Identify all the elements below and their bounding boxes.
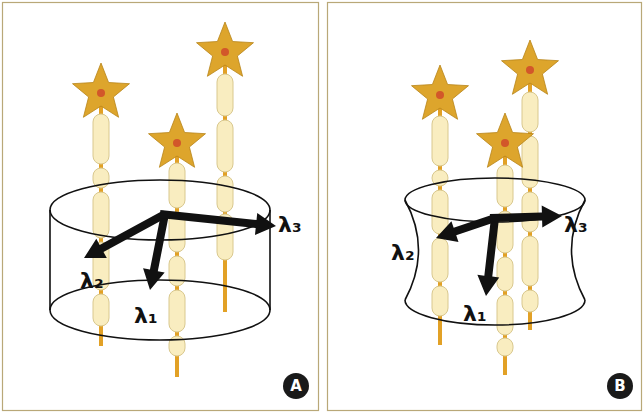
cylinder-bottom — [50, 310, 270, 340]
panel-frame — [328, 3, 642, 411]
panel-badge: B — [607, 373, 633, 399]
eigenvalue-label: λ₁ — [134, 305, 158, 327]
axis-arrow — [477, 218, 499, 296]
lipid-molecule — [412, 65, 469, 345]
panel-frame — [3, 3, 319, 411]
axis-arrow — [160, 210, 276, 235]
eigenvalue-label: λ₁ — [463, 303, 487, 325]
panel-badge: A — [283, 373, 309, 399]
lipid-molecule — [477, 113, 534, 375]
panel-letter: A — [290, 377, 302, 395]
eigenvalue-label: λ₃ — [278, 214, 302, 236]
panel-letter: B — [614, 377, 625, 395]
axis-arrow — [490, 206, 562, 228]
eigenvalue-label: λ₃ — [564, 214, 588, 236]
eigenvalue-label: λ₂ — [80, 270, 104, 292]
axis-arrow — [436, 214, 496, 242]
axis-arrow — [84, 210, 167, 258]
eigenvalue-label: λ₂ — [391, 242, 415, 264]
hourglass-bottom — [405, 300, 585, 325]
lipid-molecule — [197, 22, 254, 312]
lipid-molecule — [73, 63, 130, 346]
hourglass-side — [405, 200, 585, 300]
